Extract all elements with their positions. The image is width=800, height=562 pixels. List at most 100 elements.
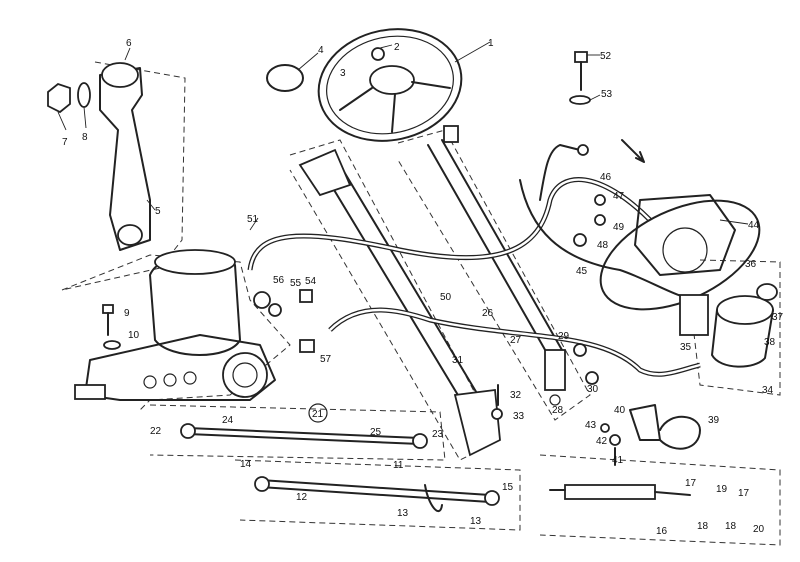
label-41: 41 [612, 455, 624, 466]
ground-strap-46 [539, 144, 581, 201]
label-12: 12 [296, 492, 308, 503]
intermediate-shaft [427, 139, 566, 406]
washer-43 [600, 423, 610, 433]
strap-end [577, 144, 589, 156]
washer-29 [573, 343, 587, 357]
group-outlines [61, 61, 781, 546]
hose-45 [519, 179, 701, 301]
label-15: 15 [502, 482, 514, 493]
label-34: 34 [762, 385, 774, 396]
part-55 [268, 303, 282, 317]
tie-rod [254, 476, 500, 513]
pressure-hose [247, 177, 652, 271]
label-43: 43 [585, 420, 597, 431]
bolt-9 [102, 304, 114, 336]
steering-damper [549, 484, 691, 500]
label-16: 16 [656, 526, 668, 537]
bushing-35 [443, 125, 459, 143]
clamp-39 [659, 415, 701, 450]
label-45: 45 [576, 266, 588, 277]
label-2: 2 [394, 42, 400, 53]
callout-labels: 1 2 3 4 5 6 7 8 9 10 11 12 13 13 14 15 1… [62, 38, 784, 537]
label-30: 30 [587, 384, 599, 395]
steering-column-tube [298, 148, 501, 457]
horn-ring [266, 64, 304, 92]
nut-30 [585, 371, 599, 385]
nut-42 [609, 434, 621, 446]
washer-10 [103, 340, 121, 350]
leader-lines [57, 41, 749, 231]
fitting-54 [299, 289, 313, 303]
label-40: 40 [614, 405, 626, 416]
label-17b: 17 [738, 488, 750, 499]
label-36: 36 [745, 259, 757, 270]
label-29: 29 [558, 331, 570, 342]
label-57: 57 [320, 354, 332, 365]
label-55: 55 [290, 278, 302, 289]
label-8: 8 [82, 132, 88, 143]
label-25: 25 [370, 427, 382, 438]
label-31: 31 [452, 355, 464, 366]
label-18a: 18 [697, 521, 709, 532]
nut-33 [491, 408, 503, 420]
label-20: 20 [753, 524, 765, 535]
label-10: 10 [128, 330, 140, 341]
washer-53 [569, 95, 591, 105]
pitman-arm [99, 62, 151, 251]
part-56 [253, 291, 271, 309]
label-22: 22 [150, 426, 162, 437]
cap-37 [756, 283, 778, 301]
label-27: 27 [510, 335, 522, 346]
label-39: 39 [708, 415, 720, 426]
label-53: 53 [601, 89, 613, 100]
label-52: 52 [600, 51, 612, 62]
label-47: 47 [613, 191, 625, 202]
label-23: 23 [432, 429, 444, 440]
label-38: 38 [764, 337, 776, 348]
label-7: 7 [62, 137, 68, 148]
bracket-40 [629, 404, 661, 441]
label-6: 6 [126, 38, 132, 49]
washer-49 [594, 214, 606, 226]
label-46: 46 [600, 172, 612, 183]
label-54: 54 [305, 276, 317, 287]
fitting-48 [573, 233, 587, 247]
label-28: 28 [552, 405, 564, 416]
steering-gear-box [74, 249, 276, 401]
label-49: 49 [613, 222, 625, 233]
label-24: 24 [222, 415, 234, 426]
drag-link [180, 423, 428, 449]
reservoir-38 [711, 295, 774, 368]
filter-35 [679, 294, 709, 336]
return-hose [328, 307, 701, 377]
label-3: 3 [340, 68, 346, 79]
label-19: 19 [716, 484, 728, 495]
label-56: 56 [273, 275, 285, 286]
direction-arrow [621, 139, 645, 163]
label-21: 21 [312, 409, 324, 420]
label-13a: 13 [397, 508, 409, 519]
label-9: 9 [124, 308, 130, 319]
label-50: 50 [440, 292, 452, 303]
label-44: 44 [748, 220, 760, 231]
label-26: 26 [482, 308, 494, 319]
label-1: 1 [488, 38, 494, 49]
bolt-52 [574, 51, 588, 91]
label-17a: 17 [685, 478, 697, 489]
pitman-nut [47, 82, 71, 114]
fitting-57 [299, 339, 315, 353]
label-18b: 18 [725, 521, 737, 532]
label-37: 37 [772, 312, 784, 323]
marker-21 [308, 403, 328, 423]
horn-button-cap [371, 47, 385, 61]
label-11: 11 [393, 460, 404, 471]
label-35: 35 [680, 342, 692, 353]
label-32: 32 [510, 390, 522, 401]
label-4: 4 [318, 45, 324, 56]
label-51: 51 [247, 214, 259, 225]
label-42: 42 [596, 436, 608, 447]
label-13b: 13 [470, 516, 482, 527]
label-14: 14 [240, 459, 252, 470]
label-33: 33 [513, 411, 525, 422]
